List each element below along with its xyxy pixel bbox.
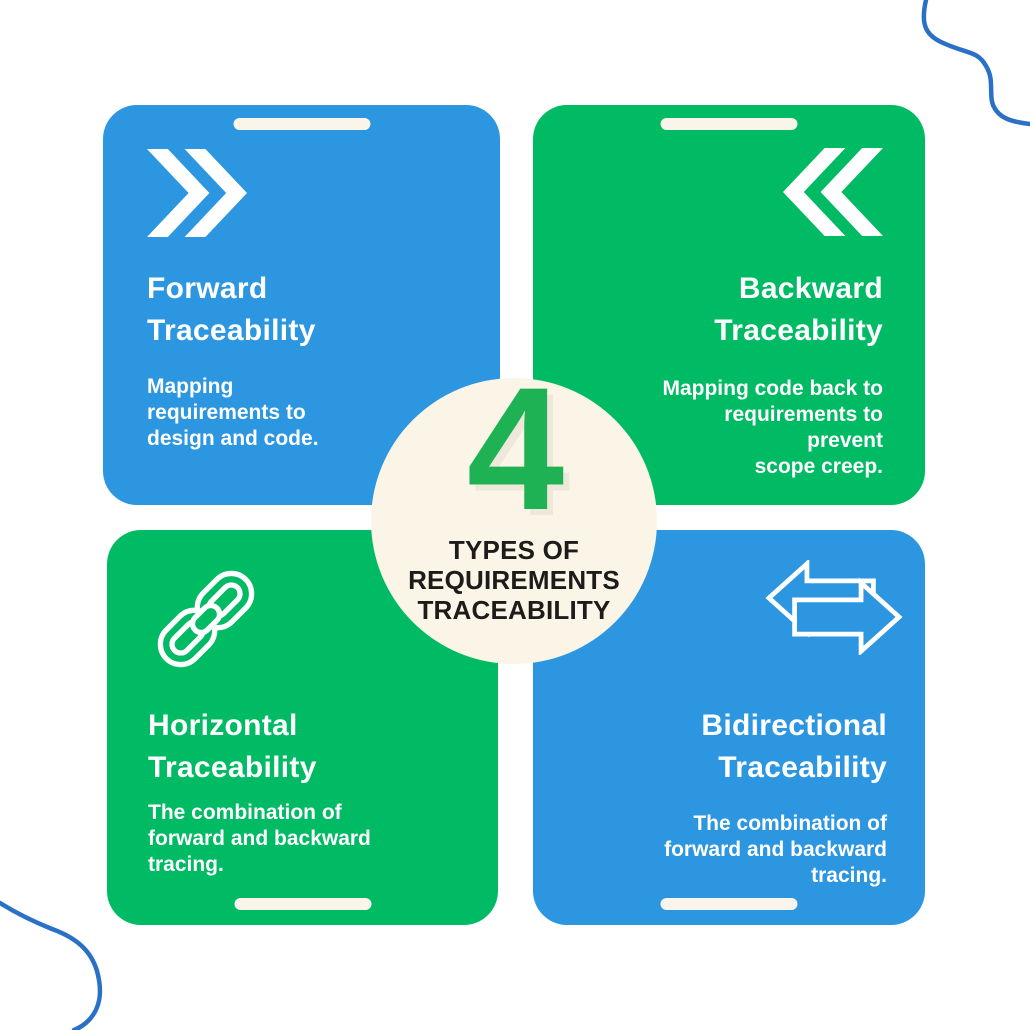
count-number: 4 <box>466 352 564 547</box>
center-badge-circle: 4 TYPES OF REQUIREMENTS TRACEABILITY <box>371 362 657 664</box>
card-title: Forward Traceability <box>147 272 316 347</box>
card-handle-bar <box>234 898 371 910</box>
double-chevron-left-icon <box>783 137 883 247</box>
double-chevron-right-icon <box>147 138 247 248</box>
bidirectional-arrows-icon <box>765 558 903 657</box>
chain-link-icon <box>148 560 264 678</box>
card-handle-bar <box>660 118 798 130</box>
card-backward-traceability: Backward Traceability Mapping code back … <box>533 105 925 505</box>
card-title: Backward Traceability <box>714 272 883 347</box>
card-title: Bidirectional Traceability <box>701 709 887 784</box>
squiggle-bottom-left <box>0 900 103 1030</box>
center-caption: TYPES OF REQUIREMENTS TRACEABILITY <box>408 535 620 625</box>
card-description: The combination of forward and backward … <box>148 801 371 876</box>
squiggle-top-right <box>921 0 1030 127</box>
card-title: Horizontal Traceability <box>148 709 317 784</box>
card-description: The combination of forward and backward … <box>664 812 887 887</box>
card-forward-traceability: Forward Traceability Mapping requirement… <box>103 105 500 505</box>
card-handle-bar <box>660 898 798 910</box>
card-handle-bar <box>233 118 370 130</box>
card-description: Mapping requirements to design and code. <box>147 375 319 450</box>
card-description: Mapping code back to requirements to pre… <box>662 377 883 478</box>
